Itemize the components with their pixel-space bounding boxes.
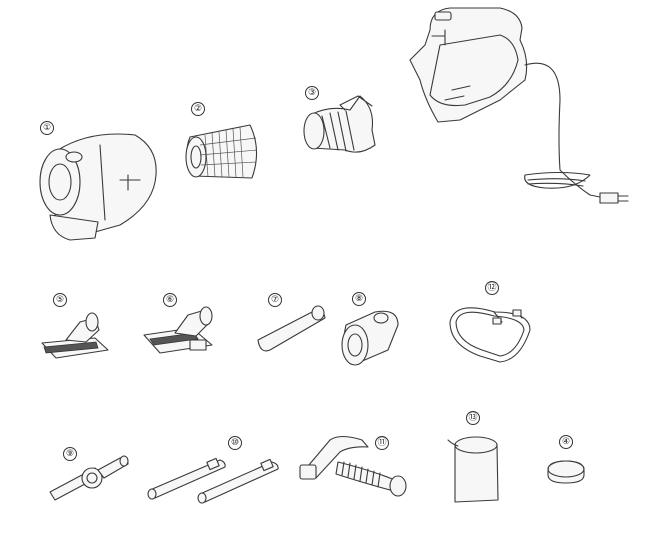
part-extension-tubes xyxy=(147,457,279,504)
part-number-2: ② xyxy=(191,102,205,116)
part-number-6: ⑥ xyxy=(163,293,177,307)
part-number-8: ⑧ xyxy=(352,292,366,306)
part-number-9: ⑨ xyxy=(63,447,77,461)
part-floor-nozzle xyxy=(143,306,213,354)
part-number-5: ⑤ xyxy=(53,293,67,307)
part-filter-cartridge xyxy=(185,124,258,179)
part-upholstery-brush xyxy=(41,312,109,359)
part-combination-nozzle xyxy=(49,455,129,501)
part-crevice-tool xyxy=(257,305,326,352)
part-cyclone-filter xyxy=(303,95,376,153)
part-storage-bag xyxy=(447,436,499,503)
part-motor-unit xyxy=(39,133,157,241)
part-shoulder-strap xyxy=(449,307,531,363)
part-number-10: ⑩ xyxy=(228,436,242,450)
part-number-11: ⑪ xyxy=(375,436,389,450)
part-number-13: ⑬ xyxy=(466,411,480,425)
part-number-3: ③ xyxy=(305,86,319,100)
part-number-7: ⑦ xyxy=(268,293,282,307)
part-number-4: ④ xyxy=(559,435,573,449)
part-number-12: ⑫ xyxy=(485,281,499,295)
part-flexible-hose xyxy=(299,435,407,497)
part-dust-cup xyxy=(547,460,585,484)
part-round-brush xyxy=(341,310,399,366)
part-number-1: ① xyxy=(40,121,54,135)
part-main-body xyxy=(409,7,629,204)
